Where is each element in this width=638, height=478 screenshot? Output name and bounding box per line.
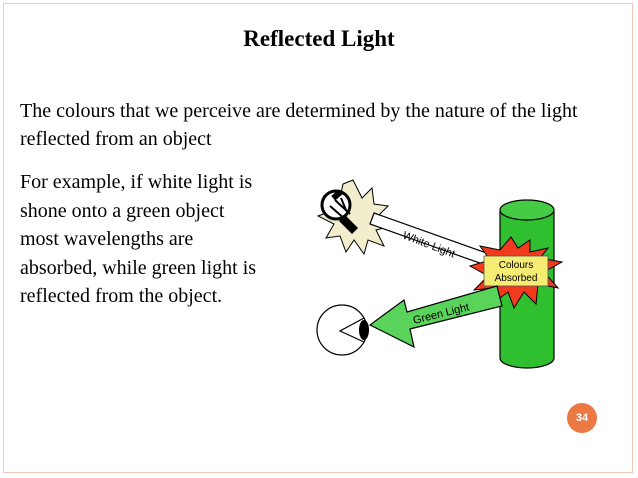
absorbed-label-box [483, 255, 549, 287]
example-paragraph: For example, if white light is shone ont… [20, 171, 257, 307]
white-light-beam: White Light [369, 212, 493, 267]
absorbed-label-line2: Absorbed [495, 273, 538, 284]
slide-title: Reflected Light [243, 26, 395, 51]
green-light-arrow: Green Light [368, 285, 503, 349]
page-number-badge: 34 [567, 403, 597, 433]
light-bulb-icon [320, 189, 358, 234]
slide-border [3, 3, 633, 473]
absorbed-label-line1: Colours [499, 260, 533, 271]
eye-icon [316, 304, 369, 356]
intro-paragraph: The colours that we perceive are determi… [20, 100, 578, 150]
